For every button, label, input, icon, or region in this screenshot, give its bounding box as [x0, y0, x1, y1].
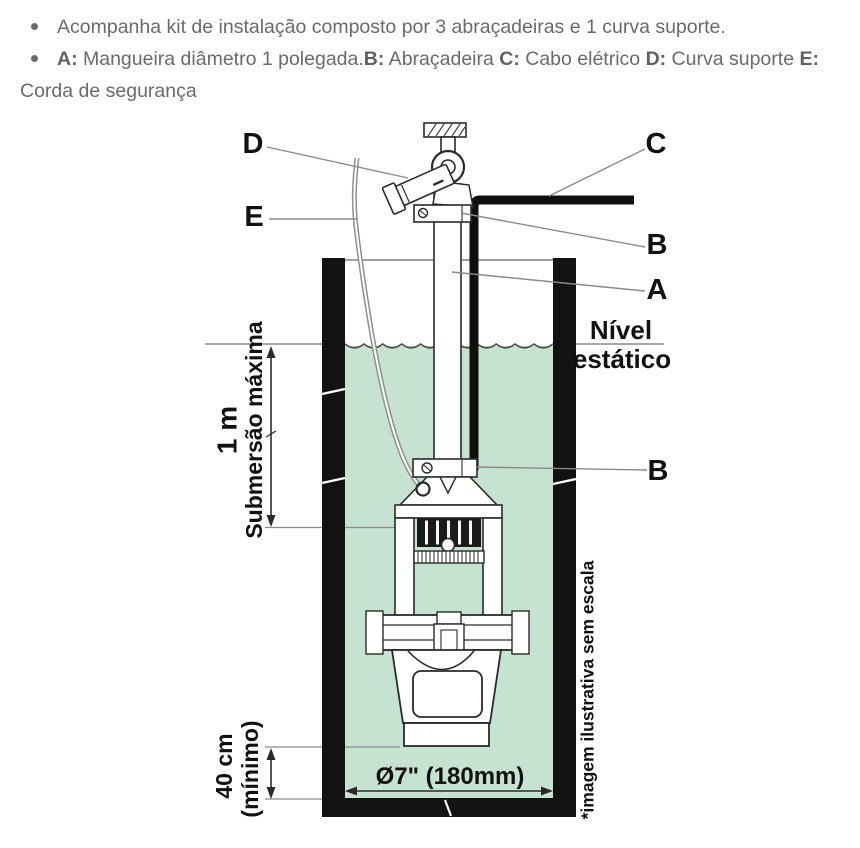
callout-a: A	[647, 274, 668, 306]
submersion-label: Submersão máxima	[241, 321, 267, 539]
pump-frame-left	[394, 517, 415, 619]
feature-item-legend: A: Mangueira diâmetro 1 polegada.B: Abra…	[57, 48, 819, 71]
legend-text-a: Mangueira diâmetro 1 polegada.	[77, 48, 364, 70]
rope-shackle-icon	[415, 481, 431, 497]
callout-e: E	[244, 201, 263, 233]
callout-leaders	[266, 146, 648, 471]
well-casing	[321, 258, 577, 817]
feature-item-legend-wrap: Corda de segurança	[20, 80, 197, 103]
dimension-submersion	[265, 346, 277, 527]
pump-outlet	[403, 722, 490, 747]
callout-c: C	[646, 128, 667, 160]
discharge-hose	[433, 183, 462, 478]
clamp-top	[413, 204, 472, 223]
legend-text-b: Abraçadeira	[384, 48, 500, 70]
legend-text-e: Corda de segurança	[20, 80, 197, 102]
clearance-value: 40 cm	[211, 733, 237, 798]
diameter-label: Ø7" (180mm)	[376, 763, 525, 790]
bullet-dot	[31, 23, 38, 30]
electric-cable	[469, 195, 634, 470]
static-level-label-line2: estático	[573, 344, 671, 374]
callout-b-top: B	[647, 229, 668, 261]
pump-frame-right	[482, 517, 503, 619]
callout-b-bottom: B	[648, 455, 669, 487]
safety-rope	[351, 157, 423, 490]
bullet-dot	[31, 55, 38, 62]
legend-key-b: B:	[363, 48, 385, 70]
clearance-label: (mínimo)	[237, 720, 263, 817]
legend-key-e: E:	[799, 48, 819, 70]
legend-key-a: A:	[57, 48, 78, 70]
dimension-clearance	[266, 748, 276, 799]
support-elbow	[381, 163, 455, 215]
legend-key-c: C:	[499, 48, 520, 70]
feature-text: Acompanha kit de instalação composto por…	[57, 16, 726, 38]
feature-item-kit: Acompanha kit de instalação composto por…	[57, 16, 726, 39]
submersion-value: 1 m	[211, 406, 242, 454]
dimension-diameter	[345, 786, 553, 796]
legend-key-d: D:	[645, 48, 667, 70]
callout-d: D	[243, 128, 264, 160]
ceiling-anchor	[423, 122, 474, 208]
legend-text-d: Curva suporte	[666, 48, 800, 70]
static-level-label-line1: Nível	[590, 315, 652, 345]
anchor-hatching	[427, 123, 466, 137]
disclaimer-text: *imagem ilustrativa sem escala	[578, 560, 598, 819]
legend-text-c: Cabo elétrico	[519, 48, 646, 70]
pump-body	[365, 476, 530, 747]
clamp-bottom	[412, 458, 478, 478]
casing-joint-marks	[321, 387, 577, 817]
